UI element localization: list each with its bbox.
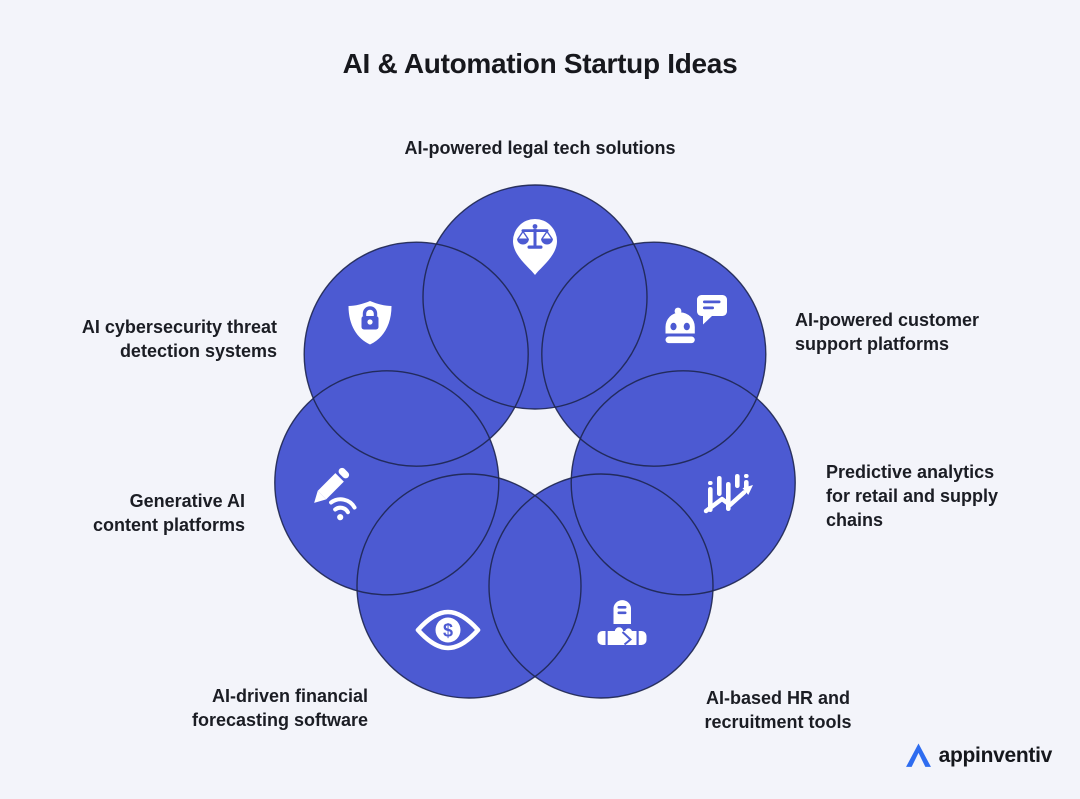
pencil-signal-icon xyxy=(314,467,357,521)
candlestick-chart-arrow-icon xyxy=(703,474,753,514)
appinventiv-logo-text: appinventiv xyxy=(938,743,1053,767)
label-hr-recruitment: AI-based HR and recruitment tools xyxy=(704,688,852,732)
label-financial-forecasting: AI-driven financial forecasting software xyxy=(191,686,368,730)
label-predictive-analytics: Predictive analytics for retail and supp… xyxy=(826,462,999,530)
eye-dollar-icon: $ xyxy=(415,609,481,651)
label-customer-support: AI-powered customer support platforms xyxy=(795,310,980,354)
label-legal-tech: AI-powered legal tech solutions xyxy=(404,138,676,158)
label-cybersecurity: AI cybersecurity threat detection system… xyxy=(81,317,277,361)
person-handshake-icon xyxy=(597,600,647,646)
chatbot-speech-bubble-icon xyxy=(665,295,727,344)
circle-outlines xyxy=(274,184,796,699)
appinventiv-logo: appinventiv xyxy=(905,743,1052,768)
shield-lock-icon xyxy=(348,301,392,345)
appinventiv-logo-icon xyxy=(905,743,931,767)
label-generative-ai: Generative AI content platforms xyxy=(92,491,245,535)
scales-location-pin-icon xyxy=(513,219,557,275)
circle-cybersecurity xyxy=(304,242,529,467)
dollar-glyph: $ xyxy=(443,621,453,641)
page-title: AI & Automation Startup Ideas xyxy=(342,48,738,79)
